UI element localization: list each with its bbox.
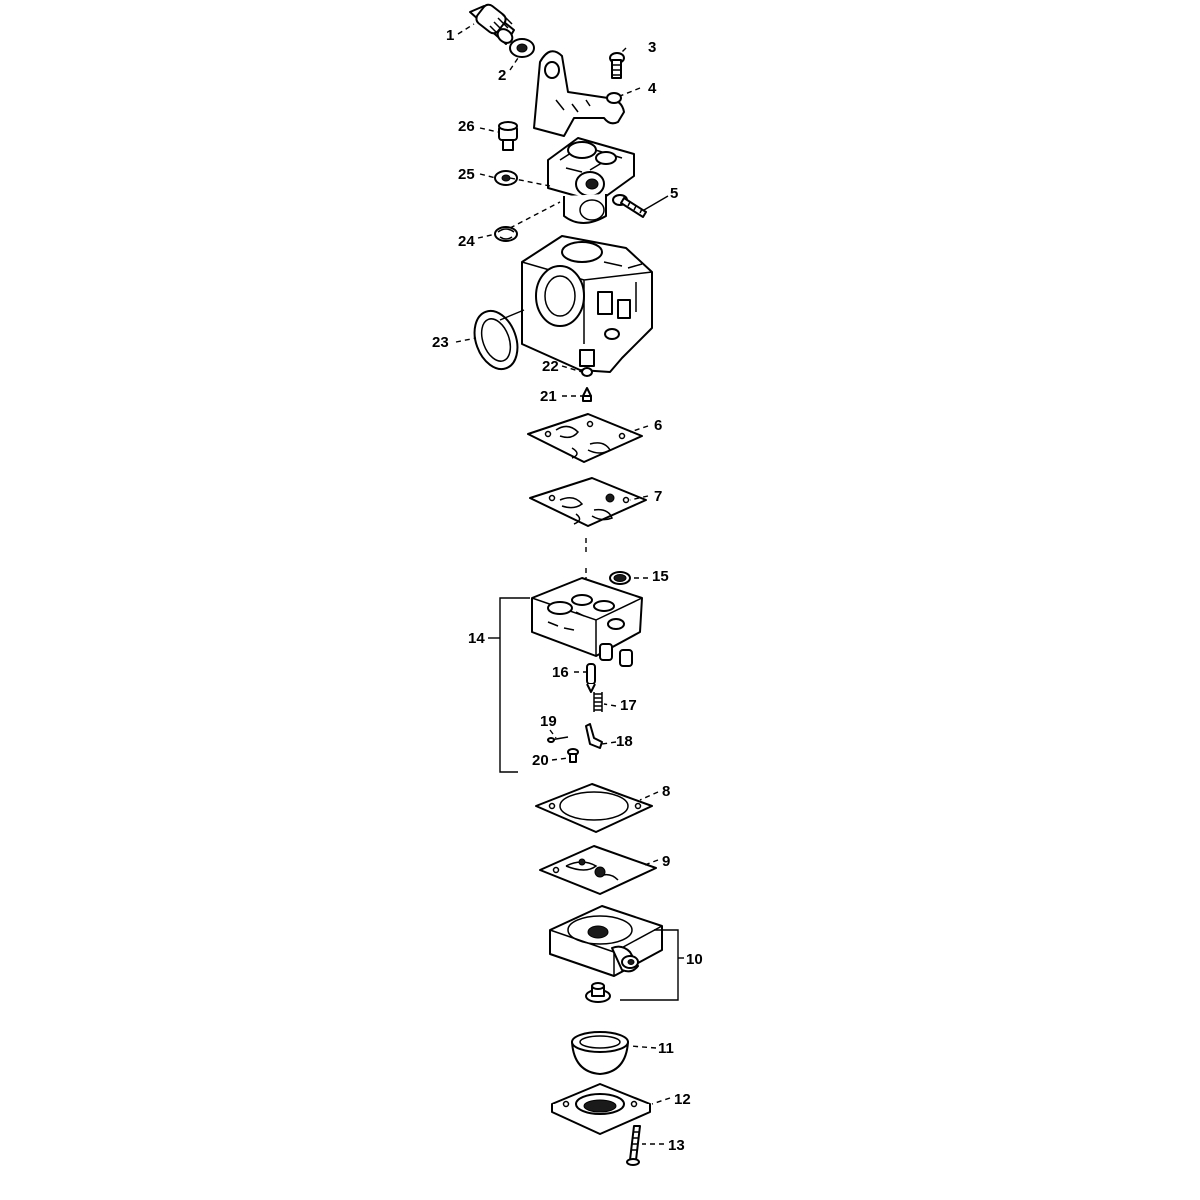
- part-22-o-ring: [581, 367, 593, 377]
- callout-17: 17: [620, 697, 637, 714]
- part-23-gasket: [473, 309, 519, 371]
- callout-18: 18: [616, 733, 633, 750]
- part-10-pump-cover: [549, 905, 663, 977]
- callout-5: 5: [670, 185, 678, 202]
- callout-6: 6: [654, 417, 662, 434]
- part-15-screen: [609, 571, 631, 585]
- callout-labels: 1 2 3 4 5 6 7 8 9 10 11 12 13 14 15 16 1…: [432, 27, 703, 1154]
- callout-16: 16: [552, 664, 569, 681]
- part-11-primer-bulb: [571, 1031, 629, 1075]
- part-26-fitting: [498, 121, 518, 151]
- callout-10: 10: [686, 951, 703, 968]
- bracket-14: [488, 597, 530, 773]
- part-25-washer: [494, 170, 518, 186]
- part-9-pump-diaphragm: [539, 845, 657, 895]
- callout-21: 21: [540, 388, 557, 405]
- part-7-diaphragm: [529, 477, 647, 527]
- callout-1: 1: [446, 27, 454, 44]
- callout-8: 8: [662, 783, 670, 800]
- callout-11: 11: [658, 1040, 674, 1057]
- part-14-metering-body: [531, 577, 643, 667]
- callout-7: 7: [654, 488, 662, 505]
- callout-25: 25: [458, 166, 475, 183]
- callout-20: 20: [532, 752, 549, 769]
- part-17-spring: [593, 692, 603, 712]
- callout-2: 2: [498, 67, 506, 84]
- part-12-retainer-plate: [551, 1083, 651, 1135]
- part-10-inlet-fitting: [585, 982, 611, 1003]
- callout-22: 22: [542, 358, 559, 375]
- leader-lines: [455, 23, 671, 1145]
- part-6-gasket: [527, 413, 643, 463]
- callout-4: 4: [648, 80, 657, 97]
- callout-26: 26: [458, 118, 475, 135]
- part-16-needle: [586, 663, 596, 693]
- callout-24: 24: [458, 233, 475, 250]
- callout-23: 23: [432, 334, 449, 351]
- part-5-screw: [612, 194, 647, 218]
- bracket-10: [620, 929, 684, 1001]
- part-19-pin: [547, 736, 569, 743]
- part-24-clip: [494, 226, 518, 242]
- part-4-throttle-lever: [533, 50, 625, 137]
- callout-14: 14: [468, 630, 485, 647]
- callout-15: 15: [652, 568, 669, 585]
- callout-13: 13: [668, 1137, 685, 1154]
- callout-9: 9: [662, 853, 670, 870]
- throttle-body-cover: [547, 137, 635, 224]
- carburetor-main-body: [521, 235, 653, 373]
- part-2-bushing: [509, 38, 535, 58]
- part-20-screw: [567, 748, 579, 763]
- part-13-screw: [626, 1125, 641, 1166]
- callout-3: 3: [648, 39, 656, 56]
- callout-12: 12: [674, 1091, 691, 1108]
- callout-19: 19: [540, 713, 557, 730]
- part-3-screw: [609, 52, 625, 79]
- part-18-lever: [585, 723, 603, 749]
- part-21-check-valve: [582, 387, 592, 402]
- part-1-screw: [469, 3, 515, 45]
- part-8-gasket: [535, 783, 653, 833]
